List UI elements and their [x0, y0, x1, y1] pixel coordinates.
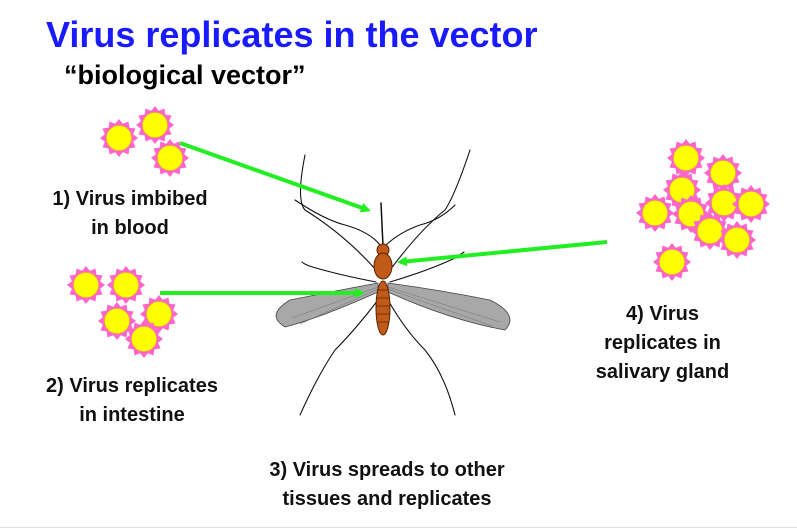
virus-particle-icon	[652, 242, 692, 282]
label-step2-line1: 2) Virus replicates	[46, 375, 218, 397]
arrow-icon	[397, 240, 608, 267]
label-step4-line3: salivary gland	[595, 361, 730, 383]
virus-particle-icon	[731, 184, 771, 224]
label-step4: 4) Virus replicates in salivary gland	[560, 300, 765, 387]
label-step3: 3) Virus spreads to other tissues and re…	[200, 456, 574, 514]
mosquito-wing-left	[275, 282, 379, 328]
virus-cluster-blood	[99, 105, 190, 178]
label-step3-line2: tissues and replicates	[282, 488, 492, 510]
label-step1: 1) Virus imbibed in blood	[10, 185, 250, 243]
virus-particle-icon	[135, 105, 175, 145]
arrow-icon	[179, 141, 371, 213]
virus-particle-icon	[106, 265, 146, 305]
mosquito-wing-right	[387, 282, 511, 331]
label-step2-line2: in intestine	[79, 404, 185, 426]
virus-particle-icon	[666, 138, 706, 178]
virus-particle-icon	[99, 118, 139, 158]
label-step3-line1: 3) Virus spreads to other	[269, 459, 505, 481]
slide-subtitle: “biological vector”	[64, 60, 306, 90]
virus-cluster-salivary	[635, 138, 771, 282]
label-step1-line1: 1) Virus imbibed	[52, 188, 208, 210]
virus-particle-icon	[66, 265, 106, 305]
label-step4-line1: 4) Virus	[626, 303, 699, 325]
label-step4-line2: replicates in	[604, 332, 721, 354]
slide-title: Virus replicates in the vector	[46, 14, 538, 55]
virus-cluster-intestine	[66, 265, 179, 359]
wing-veins	[291, 286, 501, 327]
label-step1-line2: in blood	[91, 217, 169, 239]
mosquito-legs	[294, 149, 471, 416]
label-step2: 2) Virus replicates in intestine	[0, 372, 264, 430]
arrows	[160, 141, 608, 298]
